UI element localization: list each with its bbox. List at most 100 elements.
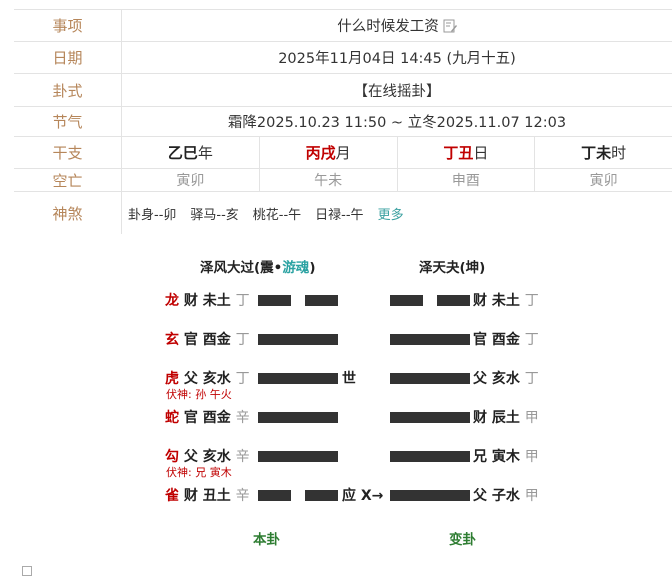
changed-yao-gan: 丁	[524, 332, 539, 348]
yao-marker: 世	[342, 371, 356, 387]
changed-yao-gan: 甲	[524, 410, 539, 426]
main-yin-line	[258, 490, 338, 501]
resize-handle-icon	[22, 566, 32, 576]
main-yin-line	[258, 295, 338, 306]
main-yao-gan: 丁	[235, 371, 250, 387]
row-label: 干支	[14, 137, 122, 168]
date-value: 2025年11月04日 14:45 (九月十五)	[278, 51, 516, 67]
ganzhi-gz: 乙巳	[167, 144, 198, 162]
changed-yao-gan: 甲	[524, 488, 539, 504]
line-segment	[258, 295, 291, 306]
changed-yao-label: 父 子水	[473, 488, 520, 504]
main-yao-text: 虎 父 亥水 丁	[165, 368, 250, 388]
main-yao-text: 龙 财 未土 丁	[165, 290, 250, 310]
row-item: 事项 什么时候发工资	[14, 10, 672, 42]
ganzhi-unit: 日	[473, 144, 489, 162]
changed-yao-text: 财 辰土 甲	[473, 407, 539, 427]
six-beast: 玄	[165, 332, 179, 348]
ganzhi-hour: 丁未时	[535, 137, 672, 168]
main-yang-line	[258, 373, 338, 384]
main-yao-label: 财 未土	[183, 293, 231, 309]
line-segment	[305, 490, 338, 501]
kongwang-cell: 午未	[260, 169, 398, 191]
main-yao-text: 勾 父 亥水 辛	[165, 446, 250, 466]
six-beast: 蛇	[165, 410, 179, 426]
main-hexagram-label: 本卦	[253, 532, 280, 548]
six-beast: 龙	[165, 293, 179, 309]
row-shensha: 神煞 卦身--卯 驿马--亥 桃花--午 日禄--午 更多	[14, 192, 672, 234]
changed-yao-label: 父 亥水	[473, 371, 520, 387]
changed-yang-line	[390, 334, 470, 345]
line-segment	[390, 490, 470, 501]
shensha-item: 日禄--午	[315, 207, 364, 223]
main-title-name: 泽风大过(震•	[200, 260, 283, 276]
row-method: 卦式 【在线摇卦】	[14, 74, 672, 107]
line-segment	[258, 412, 338, 423]
row-ganzhi: 干支 乙巳年 丙戌月 丁丑日 丁未时	[14, 137, 672, 169]
ganzhi-gz: 丁未	[581, 144, 612, 162]
kongwang-cells: 寅卯 午未 申酉 寅卯	[122, 169, 672, 191]
ganzhi-cells: 乙巳年 丙戌月 丁丑日 丁未时	[122, 137, 672, 168]
main-yao-gan: 辛	[235, 449, 250, 465]
method-value: 【在线摇卦】	[353, 83, 441, 100]
kongwang-cell: 寅卯	[589, 173, 618, 189]
changed-yao-label: 财 未土	[473, 293, 520, 309]
row-date: 日期 2025年11月04日 14:45 (九月十五)	[14, 42, 672, 74]
row-label: 卦式	[14, 74, 122, 106]
more-link[interactable]: 更多	[377, 207, 404, 223]
main-hexagram-title: 泽风大过(震•游魂)	[200, 256, 315, 276]
six-beast: 勾	[165, 449, 179, 465]
row-kongwang: 空亡 寅卯 午未 申酉 寅卯	[14, 169, 672, 192]
row-label: 日期	[14, 42, 122, 73]
changed-yao-text: 父 子水 甲	[473, 485, 539, 505]
line-segment	[305, 295, 338, 306]
row-label: 神煞	[14, 192, 122, 234]
changed-yin-line	[390, 295, 470, 306]
edit-icon[interactable]	[443, 19, 457, 33]
line-segment	[390, 295, 423, 306]
shensha-item: 卦身--卯	[128, 207, 177, 223]
changed-yao-label: 兄 寅木	[473, 449, 520, 465]
line-segment	[258, 490, 291, 501]
changed-hexagram-title: 泽天夬(坤)	[419, 260, 486, 276]
changed-yao-text: 兄 寅木 甲	[473, 446, 539, 466]
line-segment	[390, 451, 470, 462]
main-yang-line	[258, 334, 338, 345]
main-title-tag[interactable]: 游魂	[282, 260, 310, 276]
main-yao-label: 财 丑土	[183, 488, 231, 504]
main-yao-label: 官 酉金	[183, 410, 231, 426]
changed-yao-gan: 丁	[524, 371, 539, 387]
main-yao-label: 官 酉金	[183, 332, 231, 348]
line-segment	[258, 334, 338, 345]
main-yao-text: 蛇 官 酉金 辛	[165, 407, 250, 427]
row-solar-term: 节气 霜降2025.10.23 11:50 ~ 立冬2025.11.07 12:…	[14, 107, 672, 137]
ganzhi-year: 乙巳年	[122, 137, 260, 168]
line-segment	[437, 295, 470, 306]
kongwang-cell: 寅卯	[122, 169, 260, 191]
changed-yang-line	[390, 412, 470, 423]
changed-hexagram-label: 变卦	[449, 532, 476, 548]
solar-term-value: 霜降2025.10.23 11:50 ~ 立冬2025.11.07 12:03	[227, 115, 567, 131]
line-segment	[390, 412, 470, 423]
changed-yang-line	[390, 490, 470, 501]
main-yang-line	[258, 451, 338, 462]
changed-yao-gan: 丁	[524, 293, 539, 309]
row-label: 事项	[14, 10, 122, 41]
shensha-list: 卦身--卯 驿马--亥 桃花--午 日禄--午 更多	[122, 192, 672, 234]
shensha-item: 桃花--午	[252, 207, 302, 223]
hexagram-panel: 泽风大过(震•游魂) 泽天夬(坤) 龙 财 未土 丁财 未土 丁玄 官 酉金 丁…	[0, 230, 672, 576]
main-title-end: )	[309, 260, 316, 276]
row-label: 空亡	[14, 169, 122, 191]
line-segment	[258, 373, 338, 384]
kongwang-cell: 申酉	[398, 169, 536, 191]
changed-yao-gan: 甲	[524, 449, 539, 465]
main-yao-label: 父 亥水	[183, 371, 231, 387]
six-beast: 虎	[165, 371, 179, 387]
ganzhi-gz: 丁丑	[443, 144, 474, 162]
changed-yao-label: 官 酉金	[473, 332, 520, 348]
line-segment	[390, 373, 470, 384]
ganzhi-day: 丁丑日	[398, 137, 536, 168]
item-text: 什么时候发工资	[337, 19, 439, 35]
changed-yao-label: 财 辰土	[473, 410, 520, 426]
changed-yao-text: 财 未土 丁	[473, 290, 539, 310]
